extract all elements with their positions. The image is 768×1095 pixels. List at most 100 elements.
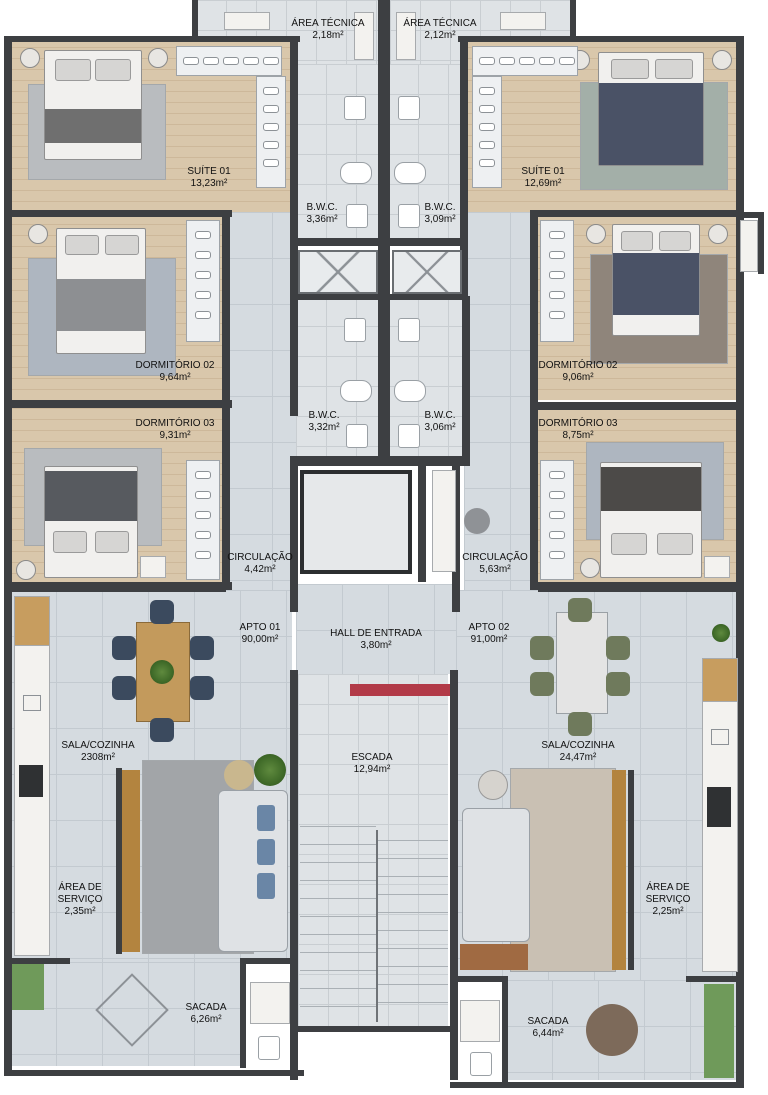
label-bwc-1: B.W.C.3,36m² [306, 202, 338, 225]
wall-suite-right-left [460, 40, 468, 300]
tech-unit-right-b [500, 12, 546, 30]
planter-left [12, 964, 44, 1010]
wall-stair-right [450, 670, 458, 1080]
tv-panel-left [122, 770, 140, 952]
wall-left-bed-inner [222, 212, 230, 588]
wall-top-left [6, 36, 300, 42]
chair-left-6 [150, 718, 174, 742]
tech-unit-left-b [354, 12, 374, 60]
desk-dorm-03-right [704, 556, 730, 578]
bed-dorm-02-left [56, 228, 146, 354]
circulacao-right-floor [464, 212, 538, 596]
label-bwc-4: B.W.C.3,06m² [424, 410, 456, 433]
wall-bwc-lower-right [462, 296, 470, 466]
label-bwc-2: B.W.C.3,09m² [424, 202, 456, 225]
wall-tec-right-outer [570, 0, 576, 40]
wardrobe-dorm-02-left [186, 220, 220, 342]
chair-left-5 [190, 676, 214, 700]
stair-flight-right [378, 840, 448, 1022]
sink-bwc-3 [344, 318, 366, 342]
wardrobe-dorm-02-right [540, 220, 574, 342]
partition-right-tv [628, 770, 634, 970]
hall-bench [350, 684, 450, 696]
chair-left-1 [150, 600, 174, 624]
shower-box-left [298, 250, 378, 294]
wall-bottom-right [450, 1082, 744, 1088]
toilet-bwc-4 [394, 380, 426, 402]
sink-bwc-4b [398, 424, 420, 448]
bed-dorm-02-right [612, 224, 700, 336]
bed-dorm-03-right [600, 462, 702, 578]
chair-right-3 [530, 672, 554, 696]
kitchen-fridge-left [14, 596, 50, 646]
wall-left-bed-sep-1 [10, 210, 232, 217]
wall-bwc-mid-left [290, 238, 380, 246]
sofa-right [462, 808, 530, 942]
wardrobe-suite-left-top [176, 46, 282, 76]
wall-tec-left-outer [192, 0, 198, 40]
laundry-left [250, 982, 290, 1024]
tv-panel-right [612, 770, 626, 970]
toilet-bwc-3 [340, 380, 372, 402]
nightstand-dorm-03-left [16, 560, 36, 580]
circulacao-left-floor [226, 212, 296, 596]
wardrobe-suite-right-side [472, 76, 502, 188]
nightstand-dorm-02-right-1 [586, 224, 606, 244]
side-table-left [224, 760, 254, 790]
wall-sacada-right-side [502, 976, 508, 1088]
toilet-bwc-1 [340, 162, 372, 184]
wall-right-bed-sep-1 [530, 210, 740, 217]
wardrobe-suite-right-top [472, 46, 578, 76]
wall-sacada-left-top [10, 958, 70, 964]
armchair-circ-right [464, 508, 490, 534]
wall-left-bed-sep-2 [10, 400, 232, 408]
sofa-left [218, 790, 288, 952]
wall-bottom-center [290, 1026, 458, 1032]
cabinet-circ-right [432, 470, 456, 572]
stair-divider [376, 830, 378, 1022]
kitchen-counter-left [14, 644, 50, 956]
nightstand-dorm-03-right [580, 558, 600, 578]
sink-bwc-1b [346, 204, 368, 228]
plant-kitchen-right [712, 624, 730, 642]
wall-sacada-left-mid [240, 958, 296, 964]
desk-dorm-03-left [140, 556, 166, 578]
nightstand-suite-left-2 [148, 48, 168, 68]
wall-right-bump [736, 212, 764, 218]
console-right [460, 944, 528, 970]
wall-bwc-shaft-bottom-left [290, 294, 380, 300]
sacada-right-floor [506, 980, 740, 1080]
wall-right-outer [736, 36, 744, 1086]
wardrobe-suite-left-side [256, 76, 286, 188]
wall-right-bed-inner [530, 212, 538, 588]
label-bwc-3: B.W.C.3,32m² [308, 410, 340, 433]
partition-left-tv [116, 768, 122, 954]
wall-suite-left-right [290, 40, 298, 300]
kitchen-counter-right [702, 700, 738, 972]
wall-servico-right-top [686, 976, 740, 982]
chair-right-2 [530, 636, 554, 660]
sacada-left-floor [10, 962, 246, 1066]
side-table-right [478, 770, 508, 800]
chair-right-6 [568, 712, 592, 736]
chair-left-4 [190, 636, 214, 660]
chair-left-3 [112, 676, 136, 700]
bwc-2-floor [388, 64, 464, 238]
tech-unit-right-a [396, 12, 416, 60]
wall-stair-left [290, 670, 298, 1080]
nightstand-dorm-02-right-2 [708, 224, 728, 244]
hall-floor [296, 584, 456, 674]
